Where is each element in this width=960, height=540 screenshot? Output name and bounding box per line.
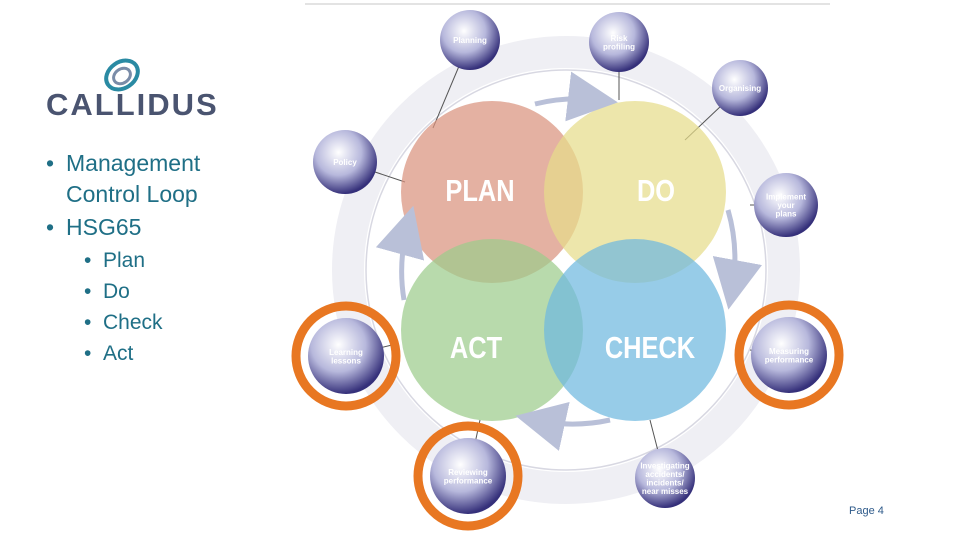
highlight-ring-learning-lessons: [291, 301, 401, 411]
page-number: Page 4: [849, 505, 884, 517]
node-label-learning-lessons-1: lessons: [331, 356, 361, 365]
sub-bullet-do: Do: [46, 276, 200, 307]
arrow-right-icon: [712, 209, 762, 310]
sub-bullet-check: Check: [46, 307, 200, 338]
bullet-management: Management Control Loop: [46, 148, 200, 210]
circle-label-act: ACT: [450, 331, 502, 366]
sub-bullet-plan: Plan: [46, 245, 200, 276]
circle-label-do: DO: [637, 174, 675, 209]
node-label-measuring-performance-1: performance: [765, 355, 814, 364]
node-label-measuring-performance-0: Measuring: [769, 347, 809, 356]
node-label-learning-lessons-0: Learning: [329, 348, 363, 357]
node-label-organising-0: Organising: [719, 84, 761, 93]
circle-label-plan: PLAN: [445, 174, 514, 209]
circle-do: [544, 101, 726, 283]
arrow-bottom-icon: [515, 402, 611, 451]
cycle-arrows: [375, 71, 762, 451]
outer-ring: [332, 36, 800, 504]
arrow-left-icon: [375, 205, 425, 301]
node-label-investigating-accidents-1: accidents/: [645, 470, 685, 479]
node-label-investigating-accidents-3: near misses: [642, 487, 689, 496]
node-planning: [440, 10, 500, 70]
arrow-top-icon: [534, 71, 618, 122]
highlight-ring-measuring-performance: [734, 300, 844, 410]
node-policy: [313, 130, 377, 194]
highlight-ring-reviewing-performance: [413, 421, 523, 531]
node-label-risk-profiling-1: profiling: [603, 42, 635, 51]
cycle-nodes: Planning RiskprofilingOrganisingImplement…: [291, 10, 844, 531]
node-learning-lessons: [308, 318, 384, 394]
node-label-planning-0: Planning: [453, 36, 487, 45]
node-label-risk-profiling-0: Risk: [611, 34, 628, 43]
bullet-management-line1: Management: [66, 150, 201, 176]
node-organising: [712, 60, 768, 116]
circle-act: [401, 239, 583, 421]
node-implement-your-plans: [754, 173, 818, 237]
outer-ring-line: [365, 69, 767, 471]
bullet-management-line2: Control Loop: [66, 181, 198, 207]
circle-plan: [401, 101, 583, 283]
node-label-implement-your-plans-1: your: [777, 201, 794, 210]
node-label-investigating-accidents-0: Investigating: [640, 461, 689, 470]
pdca-cycle-diagram: PLAN DO ACT CHECK Planning RiskprofilingOrga…: [291, 3, 844, 531]
callidus-logo: CALLIDUS: [40, 55, 225, 127]
logo-mark-icon: [104, 58, 140, 92]
node-label-implement-your-plans-0: Implement: [766, 193, 806, 202]
node-investigating-accidents: [635, 448, 695, 508]
node-reviewing-performance: [430, 438, 506, 514]
brand-name: CALLIDUS: [46, 87, 219, 122]
node-label-reviewing-performance-0: Reviewing: [448, 468, 488, 477]
bullet-hsg65: HSG65: [46, 212, 200, 243]
node-risk-profiling: [589, 12, 649, 72]
bullet-list: Management Control Loop HSG65 Plan Do Ch…: [46, 148, 200, 369]
node-label-reviewing-performance-1: performance: [444, 476, 493, 485]
node-measuring-performance: [751, 317, 827, 393]
sub-bullet-act: Act: [46, 338, 200, 369]
circle-check: [544, 239, 726, 421]
node-label-policy-0: Policy: [333, 158, 357, 167]
node-label-investigating-accidents-2: incidents/: [646, 478, 684, 487]
pdca-circles: PLAN DO ACT CHECK: [401, 101, 726, 421]
node-label-implement-your-plans-2: plans: [776, 210, 797, 219]
circle-label-check: CHECK: [605, 331, 696, 366]
